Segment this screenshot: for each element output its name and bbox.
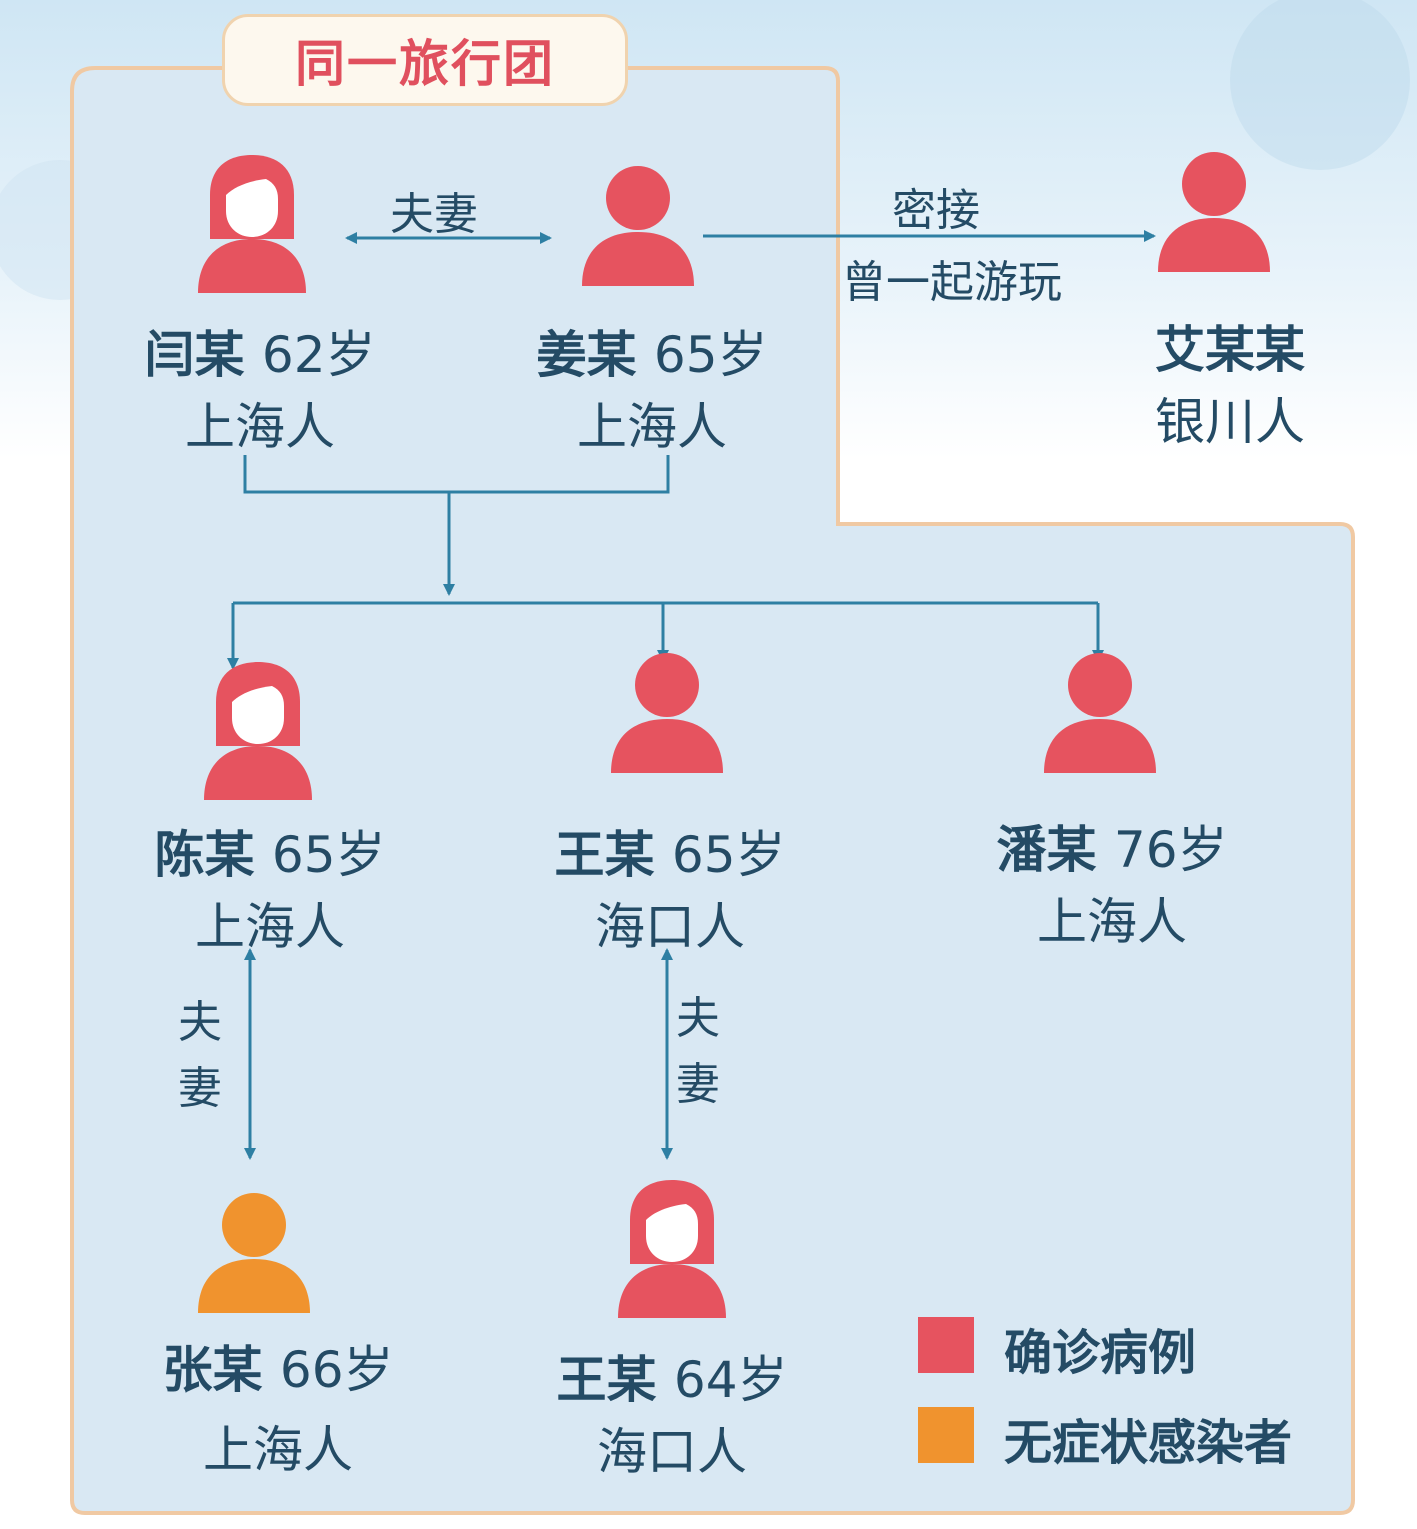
person-age: 65岁 <box>653 326 768 384</box>
legend-label-asymptomatic: 无症状感染者 <box>1004 1415 1293 1471</box>
relation-label-couple-middle: 夫 妻 <box>668 986 728 1118</box>
person-place: 上海人 <box>577 398 727 456</box>
relation-label-couple-top: 夫妻 <box>390 189 478 240</box>
relation-char-middle-1: 夫 <box>676 993 720 1044</box>
person-age: 66岁 <box>279 1341 394 1399</box>
legend-swatch-asymptomatic <box>918 1407 974 1463</box>
person-jiang: 姜某 65岁 上海人 <box>512 315 792 459</box>
female-person-icon-yan <box>198 155 306 293</box>
relation-char-left-2: 妻 <box>178 1063 222 1114</box>
male-person-icon-ai <box>1158 152 1270 272</box>
travel-group-region <box>70 66 1355 1515</box>
relation-label-couple-left: 夫 妻 <box>170 990 230 1122</box>
person-age: 76岁 <box>1113 821 1228 879</box>
connectors <box>227 230 1156 1160</box>
person-place: 上海人 <box>185 398 335 456</box>
female-person-icon-wang64 <box>618 1180 726 1318</box>
person-place: 海口人 <box>597 1423 747 1481</box>
person-place: 上海人 <box>195 898 345 956</box>
person-age: 65岁 <box>271 826 386 884</box>
relation-char-left-1: 夫 <box>178 997 222 1048</box>
relation-label-contact-note: 曾一起游玩 <box>842 257 1062 308</box>
relation-label-contact: 密接 <box>892 185 980 236</box>
person-yan: 闫某 62岁 上海人 <box>120 315 400 459</box>
person-age: 64岁 <box>673 1351 788 1409</box>
person-place: 上海人 <box>1037 893 1187 951</box>
person-name: 王某 <box>554 826 655 884</box>
person-wang65: 王某 65岁 海口人 <box>530 815 810 959</box>
person-place: 海口人 <box>595 898 745 956</box>
person-age: 65岁 <box>671 826 786 884</box>
person-place: 上海人 <box>203 1421 353 1479</box>
person-age: 62岁 <box>261 326 376 384</box>
person-wang64: 王某 64岁 海口人 <box>532 1340 812 1484</box>
person-name: 潘某 <box>996 821 1097 879</box>
relation-char-middle-2: 妻 <box>676 1059 720 1110</box>
female-person-icon-chen <box>204 662 312 800</box>
person-chen: 陈某 65岁 上海人 <box>130 815 410 959</box>
person-zhang: 张某 66岁 上海人 <box>138 1330 418 1482</box>
person-place: 银川人 <box>1155 393 1305 451</box>
person-ai: 艾某某 银川人 <box>1100 310 1360 454</box>
person-name: 姜某 <box>536 326 637 384</box>
group-title: 同一旅行团 <box>222 14 628 106</box>
person-name: 张某 <box>162 1341 263 1399</box>
legend-swatch-confirmed <box>918 1317 974 1373</box>
person-pan: 潘某 76岁 上海人 <box>972 810 1252 954</box>
person-name: 闫某 <box>144 326 245 384</box>
background-virus-decoration <box>1230 0 1410 170</box>
person-name: 艾某某 <box>1155 321 1305 379</box>
person-name: 陈某 <box>154 826 255 884</box>
legend-label-confirmed: 确诊病例 <box>1004 1325 1197 1381</box>
parents-bracket <box>243 455 670 494</box>
person-name: 王某 <box>556 1351 657 1409</box>
